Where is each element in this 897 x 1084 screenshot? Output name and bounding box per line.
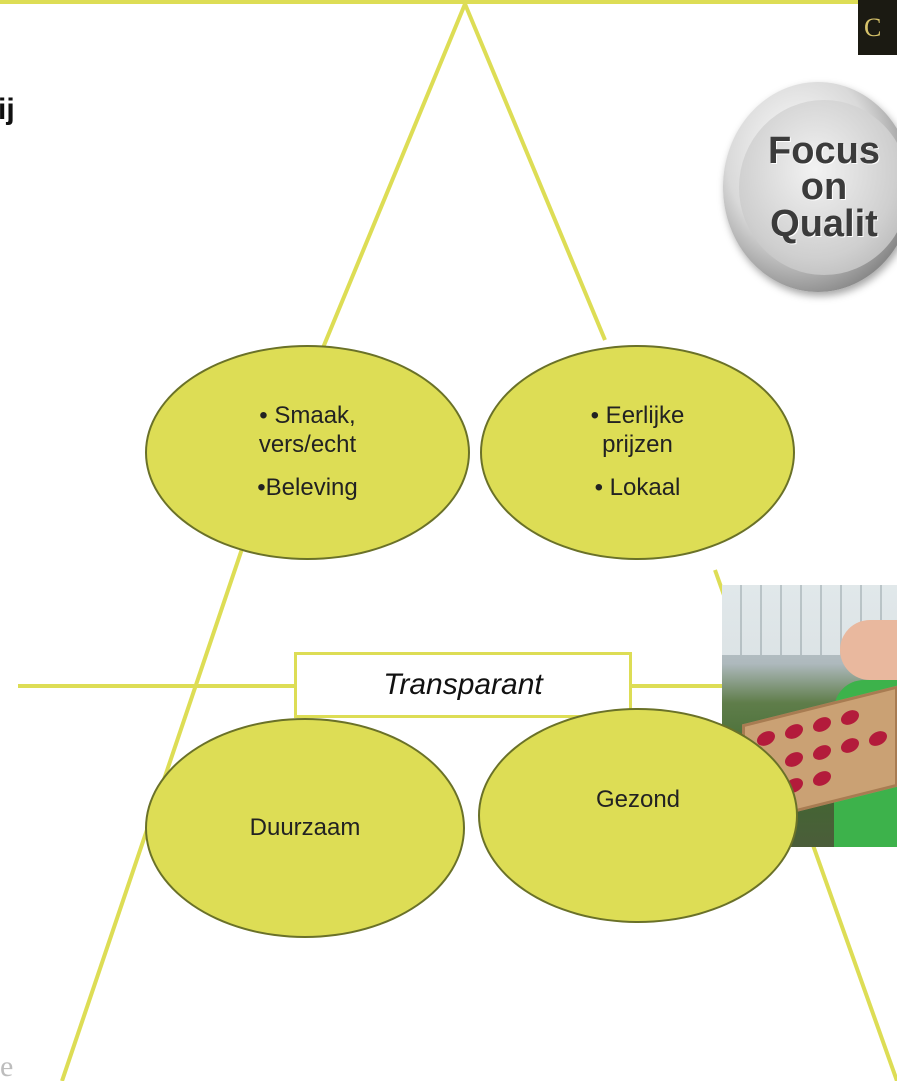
badge-line-3: Qualit bbox=[770, 202, 878, 245]
ellipse-smaak-line-1: • Smaak, bbox=[259, 402, 356, 430]
triangle-right-upper-edge bbox=[463, 3, 607, 341]
ellipse-gezond-label: Gezond bbox=[595, 786, 681, 814]
ellipse-smaak-beleving: • Smaak, vers/echt •Beleving bbox=[145, 345, 470, 560]
watermark-text: e bbox=[0, 1050, 14, 1083]
ellipse-gezond: Gezond bbox=[478, 708, 798, 923]
badge-line-2: on bbox=[800, 166, 848, 209]
ellipse-duurzaam-label: Duurzaam bbox=[249, 813, 361, 841]
watermark-logo: e bbox=[0, 1050, 13, 1084]
ellipse-eerlijke-lokaal: • Eerlijke prijzen • Lokaal bbox=[480, 345, 795, 560]
ellipse-duurzaam: Duurzaam bbox=[145, 718, 465, 938]
corner-logo-text: C bbox=[864, 12, 882, 42]
transparant-label: Transparant bbox=[383, 668, 543, 701]
ellipse-smaak-line-2: vers/echt bbox=[258, 431, 357, 459]
corner-logo: C bbox=[858, 0, 897, 55]
badge-text-group: Focus on Qualit bbox=[739, 100, 897, 275]
badge-line-1: Focus bbox=[768, 130, 880, 173]
ellipse-eerlijke-line-1: • Eerlijke bbox=[590, 402, 685, 430]
transparant-box: Transparant bbox=[294, 652, 632, 718]
focus-on-quality-badge-icon: Focus on Qualit bbox=[723, 82, 897, 292]
ellipse-eerlijke-line-2: prijzen bbox=[602, 431, 673, 459]
ellipse-smaak-line-3: •Beleving bbox=[257, 473, 358, 501]
triangle-left-upper-edge bbox=[318, 3, 467, 356]
page-heading: ij bbox=[0, 93, 15, 126]
ellipse-eerlijke-line-3: • Lokaal bbox=[594, 473, 681, 501]
